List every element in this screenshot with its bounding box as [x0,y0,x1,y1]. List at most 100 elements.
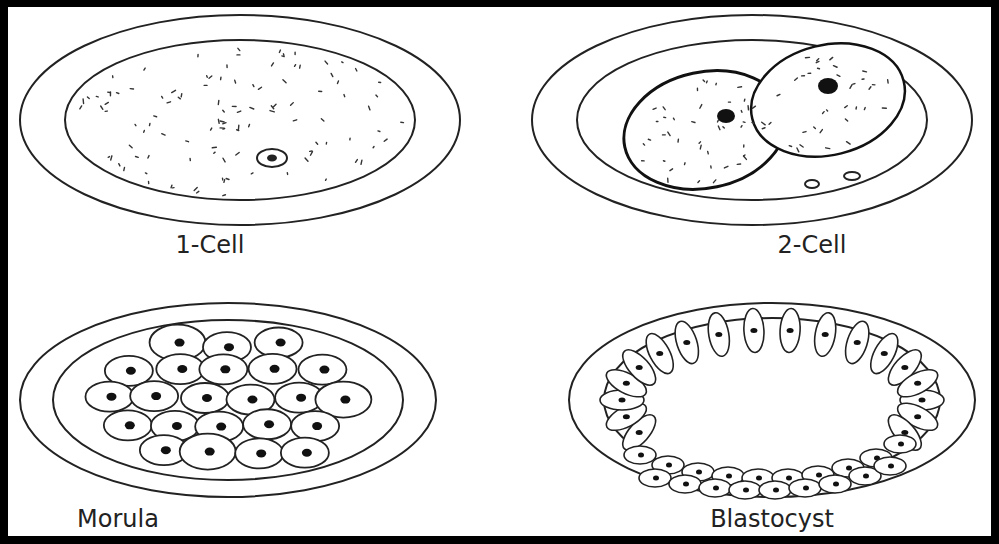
granule [197,54,199,56]
granule [401,122,404,124]
cytoplasm-granules [80,48,404,195]
granule [818,68,820,70]
granule [111,156,112,160]
blastomere [156,354,204,384]
granule [667,178,669,182]
granule [349,138,351,140]
granule [154,115,157,117]
nucleus [319,366,329,374]
nucleus [264,420,274,428]
granule [372,147,374,148]
granule [237,54,240,55]
granule [283,80,286,83]
nucleus [638,453,644,458]
nucleus [914,414,921,419]
nucleus [125,421,135,429]
granule [673,118,675,120]
trophoblast-cell [841,318,874,366]
trophoblast-cell [812,311,839,358]
nucleus [619,398,626,403]
granule [149,124,151,126]
granule [710,166,712,168]
nucleus [683,482,689,487]
blastomere [243,409,291,439]
granule [737,163,740,165]
granule [378,130,380,132]
granule [108,91,110,93]
nucleus [888,464,894,469]
granule [342,61,343,63]
granule [173,187,174,189]
granule [272,63,274,66]
blastomere [255,328,303,358]
granule [343,95,345,97]
granule [743,121,745,123]
granule [223,194,226,196]
trophoblast-cell [671,318,704,366]
granule [258,87,261,89]
granule [220,121,224,122]
granule [663,160,664,162]
granule [232,106,236,107]
nucleus [787,328,794,333]
nucleus [653,476,659,481]
granule [105,110,107,112]
nucleus [683,340,690,345]
nucleus [750,328,757,333]
granule [282,55,284,57]
granule [197,191,199,193]
granule [248,124,250,126]
granule [738,86,742,88]
granule [119,164,120,166]
nucleus [863,474,869,479]
nucleus [161,446,171,454]
nucleus [803,486,809,491]
granule [162,96,163,98]
blastomere [104,410,152,440]
granule [692,121,695,123]
granule [803,131,806,133]
granule [172,90,176,92]
granule [642,160,645,162]
stage-label: 2-Cell [778,231,847,259]
granule [670,169,673,171]
granule [189,158,191,160]
inner-cell [789,479,821,497]
nucleus [296,394,306,402]
granule [872,84,875,86]
frame [4,3,995,540]
nucleus [846,466,852,471]
granule [747,106,749,110]
stage-label: Morula [77,505,159,533]
blastomere [249,354,297,384]
granule [740,126,742,128]
granule [279,50,280,52]
granule [87,97,89,99]
granule [723,127,724,128]
granule [299,65,301,68]
granule [181,94,183,97]
blastomere [298,355,346,385]
nucleus [216,423,226,431]
granule [305,158,308,161]
blastocyst-cells [600,308,944,499]
granule [713,180,715,183]
granule [283,54,285,56]
blastomere [199,354,247,384]
nucleolus [267,155,277,162]
granule [706,81,708,83]
granule [212,147,216,149]
granule [136,156,139,158]
trophoblast-cell [641,329,679,377]
nucleus [656,351,663,356]
nucleus [726,474,732,479]
blastomere [181,383,229,413]
nucleus [914,381,921,386]
granule [814,127,816,129]
nucleus [126,367,136,375]
granule [162,134,165,135]
granule [356,160,358,163]
granule [697,88,698,90]
granule [325,61,328,64]
granule [237,111,240,112]
